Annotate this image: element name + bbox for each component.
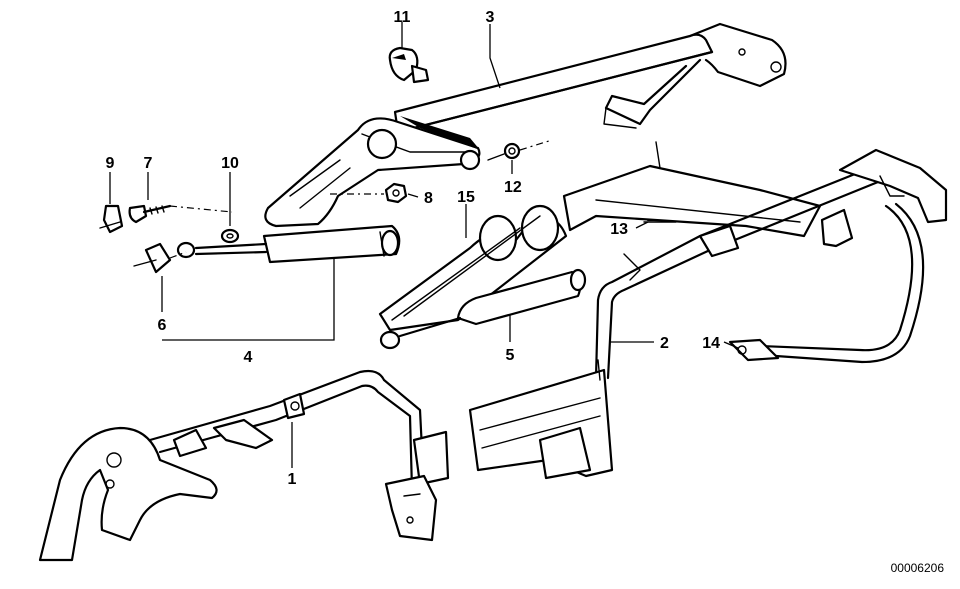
callout-9: 9	[106, 155, 115, 172]
callout-15: 15	[457, 189, 475, 206]
leader-3	[489, 24, 501, 89]
callout-1: 1	[288, 471, 297, 488]
part-14-strap	[728, 202, 925, 364]
part-6-ball-socket	[133, 242, 187, 274]
part-8-nut	[330, 182, 408, 204]
leader-4	[162, 258, 335, 341]
part-5-gas-spring	[379, 268, 587, 350]
leader-8	[407, 193, 419, 198]
callout-5: 5	[506, 347, 515, 364]
callout-10: 10	[221, 155, 239, 172]
leader-13	[635, 221, 649, 229]
document-number: 00006206	[891, 561, 945, 575]
callout-4: 4	[244, 349, 253, 366]
callout-labels: 3 11 12 8 7 9 10 6 4 15 5 13 2 14 1	[106, 9, 721, 488]
part-12-screw	[487, 139, 553, 161]
part-11-buffer	[388, 46, 430, 84]
part-2-right-frame	[468, 141, 948, 480]
part-15-support-bracket	[378, 204, 568, 332]
callout-14: 14	[702, 335, 720, 352]
callout-8: 8	[424, 190, 433, 207]
callout-3: 3	[486, 9, 495, 26]
callout-7: 7	[144, 155, 153, 172]
part-1-left-frame	[38, 369, 450, 562]
callout-11: 11	[394, 9, 411, 26]
leader-lines	[109, 22, 739, 468]
callout-2: 2	[660, 335, 669, 352]
leader-14	[723, 341, 739, 349]
callout-6: 6	[158, 317, 167, 334]
part-4-gas-spring	[176, 224, 401, 264]
callout-12: 12	[504, 179, 522, 196]
callout-13: 13	[610, 221, 628, 238]
part-10-bushing	[220, 228, 240, 244]
part-7-screw	[128, 204, 233, 224]
part-9-clip	[99, 204, 124, 234]
part-3-upper-frame	[264, 22, 787, 228]
